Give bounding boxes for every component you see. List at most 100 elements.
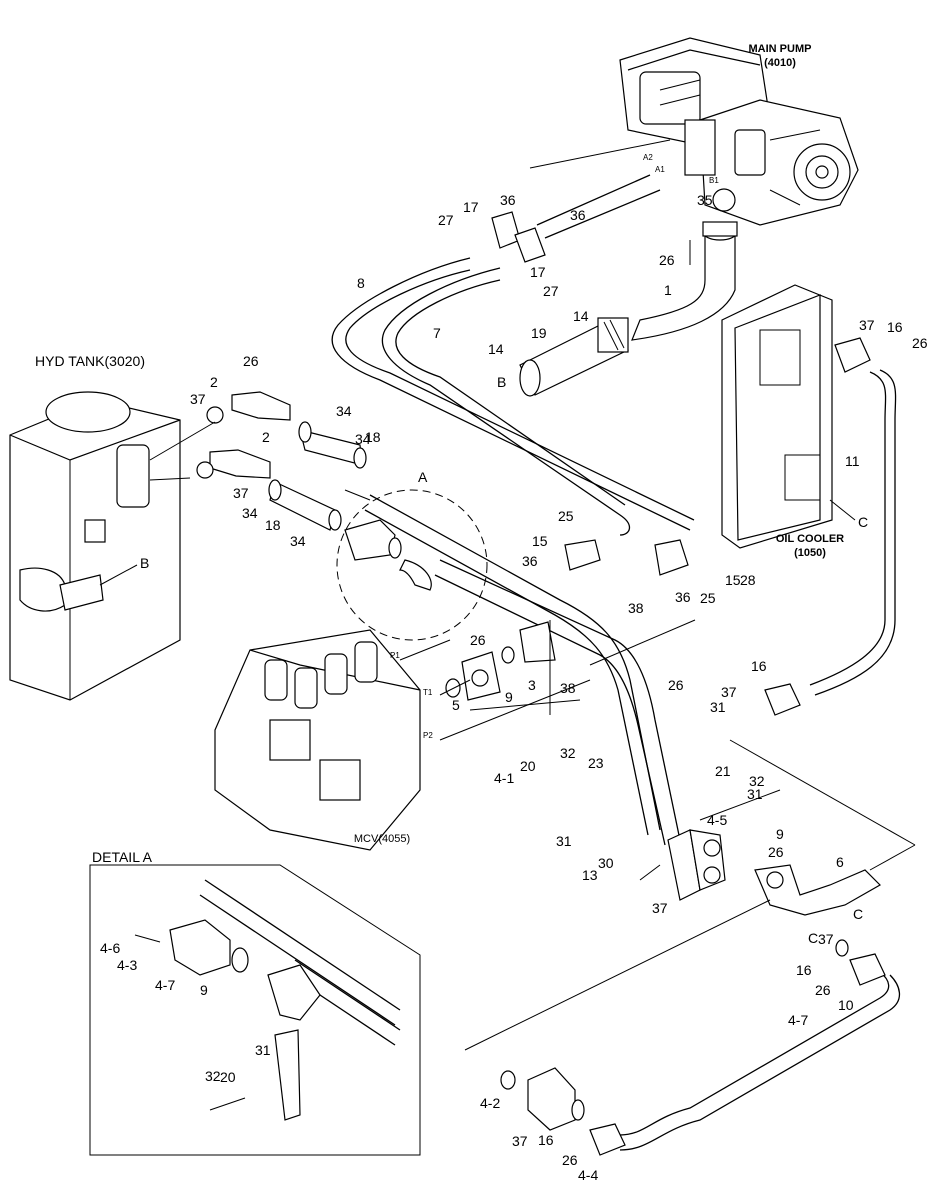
part-callout: 18	[265, 517, 281, 533]
part-callout: 26	[912, 335, 928, 351]
hose-8	[331, 257, 695, 531]
part-callout: 4-7	[155, 977, 175, 993]
part-callout: 4-1	[494, 770, 514, 786]
ref-c-cooler: C	[858, 514, 868, 530]
part-callout: 17	[530, 264, 546, 280]
part-callout: 16	[887, 319, 903, 335]
part-callout: 26	[668, 677, 684, 693]
part-callout: 10	[838, 997, 854, 1013]
flange-16-set	[491, 211, 886, 1156]
part-callout: 27	[543, 283, 559, 299]
hose-18-upper	[298, 421, 367, 469]
part-callout: 20	[520, 758, 536, 774]
part-callout: 5	[452, 697, 460, 713]
part-callout: 37	[512, 1133, 528, 1149]
flange-3	[461, 651, 501, 701]
part-callout: 8	[357, 275, 365, 291]
port-a2-label: A2	[643, 153, 653, 162]
part-callout: 17	[463, 199, 479, 215]
part-callout: 31	[710, 699, 726, 715]
part-callout: 15	[532, 533, 548, 549]
part-callout: 37	[721, 684, 737, 700]
part-callout: 31	[747, 786, 763, 802]
pump-line-a1	[536, 174, 651, 226]
elbow-fitting	[399, 559, 432, 591]
part-callout: 4-2	[480, 1095, 500, 1111]
part-callout: 34	[290, 533, 306, 549]
part-callout: 25	[558, 508, 574, 524]
part-callout: 25	[700, 590, 716, 606]
part-callout: 38	[560, 680, 576, 696]
part-callout: 21	[715, 763, 731, 779]
part-callout: 16	[796, 962, 812, 978]
port-p1-label: P1	[390, 651, 400, 660]
detail-a-circle	[336, 489, 488, 641]
mcv-illustration	[214, 629, 421, 851]
port-a1-label: A1	[655, 165, 665, 174]
hyd-tank-label: HYD TANK(3020)	[35, 353, 145, 369]
main-pump-label: MAIN PUMP	[749, 43, 812, 55]
part-callout: 37	[190, 391, 206, 407]
part-callout: 26	[768, 844, 784, 860]
bracket-13	[667, 829, 726, 901]
flange-3-detail	[519, 621, 556, 663]
part-callout: 14	[488, 341, 504, 357]
port-t1-label: T1	[423, 688, 433, 697]
part-callout: 6	[836, 854, 844, 870]
part-callout: 11	[845, 453, 860, 469]
part-callout: 14	[573, 308, 589, 324]
o-ring-38-upper	[501, 646, 515, 664]
part-callout: 36	[570, 207, 586, 223]
ref-b-hose: B	[497, 374, 506, 390]
part-callout: 23	[588, 755, 604, 771]
main-pump-illustration	[619, 37, 859, 226]
connection-lines	[344, 489, 916, 1051]
part-callout: 19	[531, 325, 547, 341]
port-b1-label: B1	[709, 176, 719, 185]
part-callout: 32	[560, 745, 576, 761]
part-callout: 30	[598, 855, 614, 871]
oil-cooler-illustration	[721, 284, 833, 549]
oil-cooler-code: (1050)	[794, 547, 826, 559]
part-callout: 31	[255, 1042, 271, 1058]
part-callout: 9	[505, 689, 513, 705]
part-callout: 36	[675, 589, 691, 605]
part-callout: 4-4	[578, 1167, 598, 1183]
fitting-2-upper	[206, 391, 291, 424]
part-callout: 26	[562, 1152, 578, 1168]
o-ring-35	[712, 188, 736, 212]
part-callout: 18	[365, 429, 381, 445]
part-callout: 2	[262, 429, 270, 445]
part-callout: 2	[210, 374, 218, 390]
part-callout: 37	[233, 485, 249, 501]
part-callout: 4-7	[788, 1012, 808, 1028]
ref-b-tank: B	[140, 555, 149, 571]
part-callout: 27	[438, 212, 454, 228]
pump-line-a2	[544, 189, 661, 239]
hose-18-lower	[268, 479, 342, 531]
part-callout: 32	[749, 773, 765, 789]
part-callout: C	[853, 906, 863, 922]
part-callout: 9	[776, 826, 784, 842]
mcv-label: MCV(4055)	[354, 833, 410, 845]
part-callout: 34	[336, 403, 352, 419]
hose-10	[619, 971, 901, 1151]
part-callout: 15	[725, 572, 741, 588]
part-callout: 31	[556, 833, 572, 849]
part-callout: 13	[582, 867, 598, 883]
part-callout: 38	[628, 600, 644, 616]
part-callout: 20	[220, 1069, 236, 1085]
part-callout: 3	[528, 677, 536, 693]
part-callout: 37	[859, 317, 875, 333]
part-callout: 36	[522, 553, 538, 569]
hose-7	[381, 267, 631, 536]
fitting-2-lower	[196, 449, 271, 479]
part-callout: 37	[652, 900, 668, 916]
hose-19	[519, 317, 629, 397]
part-callout: 9	[200, 982, 208, 998]
fitting-6	[754, 864, 881, 916]
hyd-tank-illustration	[9, 391, 181, 701]
